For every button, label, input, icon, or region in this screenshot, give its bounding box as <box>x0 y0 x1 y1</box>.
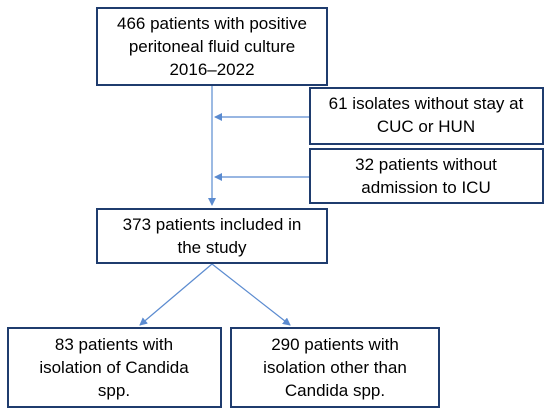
included-cohort-line-2: the study <box>178 238 247 257</box>
non-candida-group-line-1: 290 patients with <box>271 335 399 354</box>
non-candida-group-line-2: isolation other than <box>263 358 407 377</box>
initial-cohort-box: 466 patients with positive peritoneal fl… <box>96 7 328 86</box>
initial-cohort-line-2: peritoneal fluid culture <box>129 37 295 56</box>
exclusion-2-box: 32 patients without admission to ICU <box>309 148 544 204</box>
non-candida-branch-connector <box>211 263 291 326</box>
non-candida-group-box: 290 patients with isolation other than C… <box>230 327 440 408</box>
non-candida-group-line-3: Candida spp. <box>285 381 385 400</box>
exclusion-2-line-2: admission to ICU <box>361 178 490 197</box>
exclusion-1-line-1: 61 isolates without stay at <box>329 94 524 113</box>
candida-group-line-1: 83 patients with <box>55 335 173 354</box>
candida-branch-connector <box>139 263 213 326</box>
exclusion-1-box: 61 isolates without stay at CUC or HUN <box>309 87 544 145</box>
initial-cohort-line-1: 466 patients with positive <box>117 14 307 33</box>
candida-group-line-3: spp. <box>98 381 130 400</box>
candida-group-box: 83 patients with isolation of Candida sp… <box>7 327 222 408</box>
exclusion-2-line-1: 32 patients without <box>355 155 497 174</box>
connectors <box>139 86 310 326</box>
initial-cohort-line-3: 2016–2022 <box>169 60 254 79</box>
candida-group-line-2: isolation of Candida <box>39 358 189 377</box>
exclusion-1-line-2: CUC or HUN <box>377 117 475 136</box>
included-cohort-line-1: 373 patients included in <box>123 215 302 234</box>
included-cohort-box: 373 patients included in the study <box>96 208 328 264</box>
